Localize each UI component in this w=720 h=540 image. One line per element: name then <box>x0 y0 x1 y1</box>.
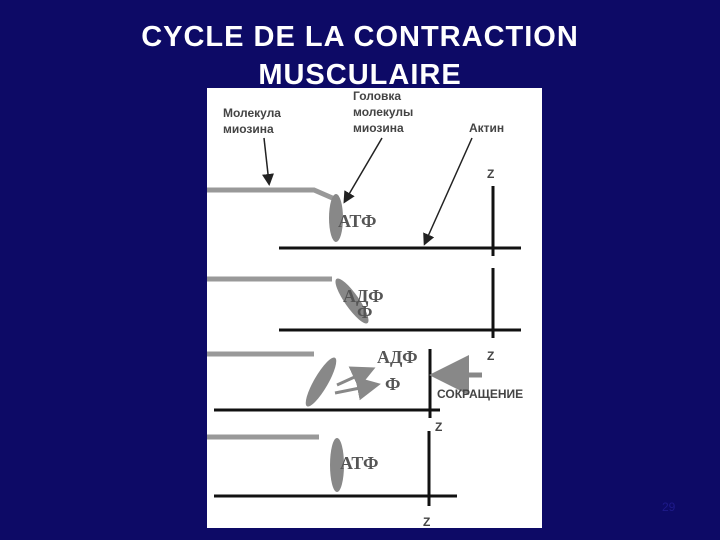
stage1-myosin-head <box>329 194 343 242</box>
stage3-z-label: Z <box>435 420 442 434</box>
stage1-atp-label: АТФ <box>338 211 377 231</box>
stage4-myosin-head <box>330 438 344 492</box>
myosin-head-arrow <box>343 137 383 204</box>
page-number: 29 <box>662 500 676 514</box>
stage2-z-label: Z <box>487 349 494 363</box>
actin-label: Актин <box>469 121 504 135</box>
myosin-head-label-2: молекулы <box>353 105 413 119</box>
stage3-phosphate-release-arrow <box>334 376 381 401</box>
title-line-2: MUSCULAIRE <box>258 59 462 91</box>
stage1-z-label: Z <box>487 167 494 181</box>
stage1-myosin-filament <box>207 187 338 203</box>
stage2-phosphate-label: Ф <box>357 302 372 322</box>
myosin-molecule-label-1: Молекула <box>223 106 281 120</box>
myosin-head-label-3: миозина <box>353 121 404 135</box>
diagram-canvas: Молекула миозина Головка молекулы миозин… <box>207 89 523 528</box>
slide-title: CYCLE DE LA CONTRACTION MUSCULAIRE <box>0 18 720 94</box>
myosin-head-label-1: Головка <box>353 89 401 103</box>
stage3-myosin-head <box>305 357 337 407</box>
stage2-myosin-head <box>335 278 369 324</box>
myosin-molecule-arrow <box>262 137 274 186</box>
stage2-adp-label: АДФ <box>343 286 384 306</box>
actin-arrow <box>423 137 473 246</box>
contraction-label: СОКРАЩЕНИЕ <box>437 387 523 401</box>
myosin-molecule-label-2: миозина <box>223 122 274 136</box>
stage3-phosphate-label: Ф <box>385 374 400 394</box>
contraction-cycle-diagram: Молекула миозина Головка молекулы миозин… <box>207 88 542 528</box>
stage4-atp-label: АТФ <box>340 453 379 473</box>
stage3-adp-release-arrow <box>336 366 376 389</box>
title-line-1: CYCLE DE LA CONTRACTION <box>141 21 579 53</box>
stage4-z-label: Z <box>423 515 430 528</box>
stage3-adp-label: АДФ <box>377 347 418 367</box>
